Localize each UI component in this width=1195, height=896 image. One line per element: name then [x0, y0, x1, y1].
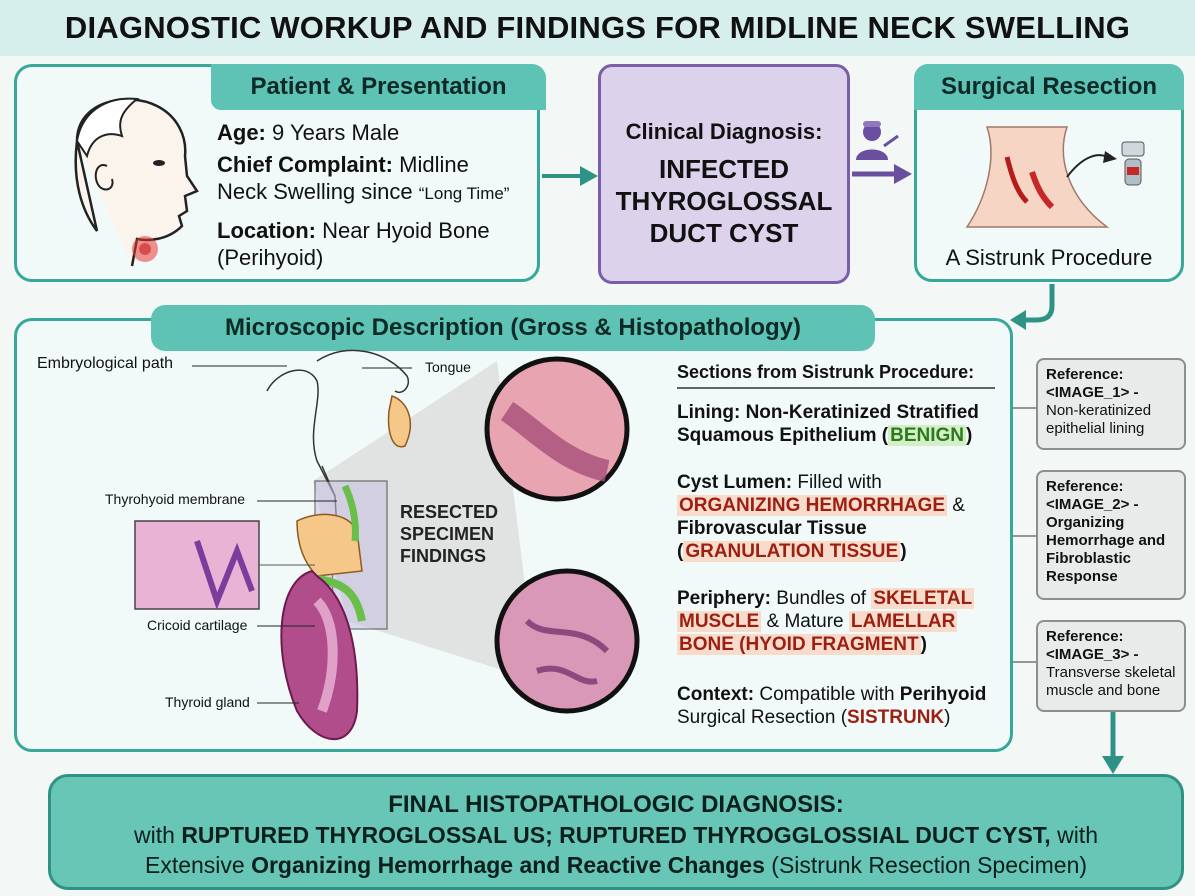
label-embryological-path: Embryological path	[37, 355, 174, 372]
arrow-down-icon	[1102, 712, 1124, 774]
arrow-right-icon	[542, 166, 598, 186]
arrow-down-icon	[1010, 284, 1055, 330]
label-tongue: Tongue	[425, 359, 471, 375]
clinical-diagnosis-label: Clinical Diagnosis:	[625, 119, 823, 144]
microscopic-heading: Microscopic Description (Gross & Histopa…	[151, 305, 875, 351]
clinical-diagnosis-value: INFECTED THYROGLOSSAL DUCT CYST	[615, 154, 833, 248]
neck-incision-icon	[965, 126, 1145, 228]
arrow-right-icon	[852, 164, 912, 184]
surgical-caption: A Sistrunk Procedure	[945, 245, 1153, 270]
label-thyroid-gland: Thyroid gland	[165, 694, 250, 710]
final-line-3: Extensive Organizing Hemorrhage and Reac…	[144, 852, 1088, 878]
finding-periphery: Periphery: Bundles of SKELETAL MUSCLE & …	[677, 588, 975, 655]
surgical-resection-panel: Surgical Resection A Sistrunk Procedure	[914, 64, 1184, 282]
patient-panel: Patient & Presentation Age: 9 Years Male…	[14, 64, 546, 282]
finding-lumen: Cyst Lumen: Filled with ORGANIZING HEMOR…	[677, 472, 965, 562]
title-bar: DIAGNOSTIC WORKUP AND FINDINGS FOR MIDLI…	[0, 0, 1195, 56]
finding-lining: Lining: Non-Keratinized Stratified Squam…	[677, 402, 979, 446]
surgeon-icon	[856, 121, 899, 160]
final-heading: FINAL HISTOPATHOLOGIC DIAGNOSIS:	[388, 791, 844, 818]
page-title: DIAGNOSTIC WORKUP AND FINDINGS FOR MIDLI…	[64, 10, 1131, 45]
surgical-heading: Surgical Resection	[914, 64, 1184, 110]
label-cricoid-cartilage: Cricoid cartilage	[147, 617, 248, 633]
child-profile-icon	[74, 97, 199, 267]
location-line-2: (Perihyoid)	[217, 245, 324, 270]
microscopic-panel: Microscopic Description (Gross & Histopa…	[14, 305, 1013, 752]
location-line: Location: Near Hyoid Bone	[217, 218, 490, 243]
reference-image-3: Reference: <IMAGE_3> - Transverse skelet…	[1036, 620, 1186, 712]
sections-heading: Sections from Sistrunk Procedure:	[677, 362, 975, 382]
clinical-diagnosis-panel: Clinical Diagnosis: INFECTED THYROGLOSSA…	[598, 64, 850, 284]
complaint-line-2: Neck Swelling since “Long Time”	[217, 179, 510, 204]
age-line: Age: 9 Years Male	[217, 120, 400, 145]
final-line-2: with RUPTURED THYROGLOSSAL US; RUPTURED …	[134, 822, 1098, 848]
complaint-line: Chief Complaint: Midline	[217, 152, 469, 177]
label-thyrohyoid-membrane: Thyrohyoid membrane	[105, 491, 246, 507]
anatomy-diagram	[134, 349, 995, 741]
reference-image-2: Reference: <IMAGE_2> - Organizing Hemorr…	[1036, 470, 1186, 600]
final-diagnosis-panel: FINAL HISTOPATHOLOGIC DIAGNOSIS: with RU…	[48, 774, 1184, 890]
reference-image-1: Reference: <IMAGE_1> - Non-keratinized e…	[1036, 358, 1186, 450]
reference-connectors	[1013, 407, 1036, 663]
resected-specimen-label: RESECTED SPECIMEN FINDINGS	[400, 502, 499, 566]
finding-context: Context: Compatible with Perihyoid Surgi…	[677, 684, 987, 728]
patient-heading: Patient & Presentation	[211, 64, 546, 110]
